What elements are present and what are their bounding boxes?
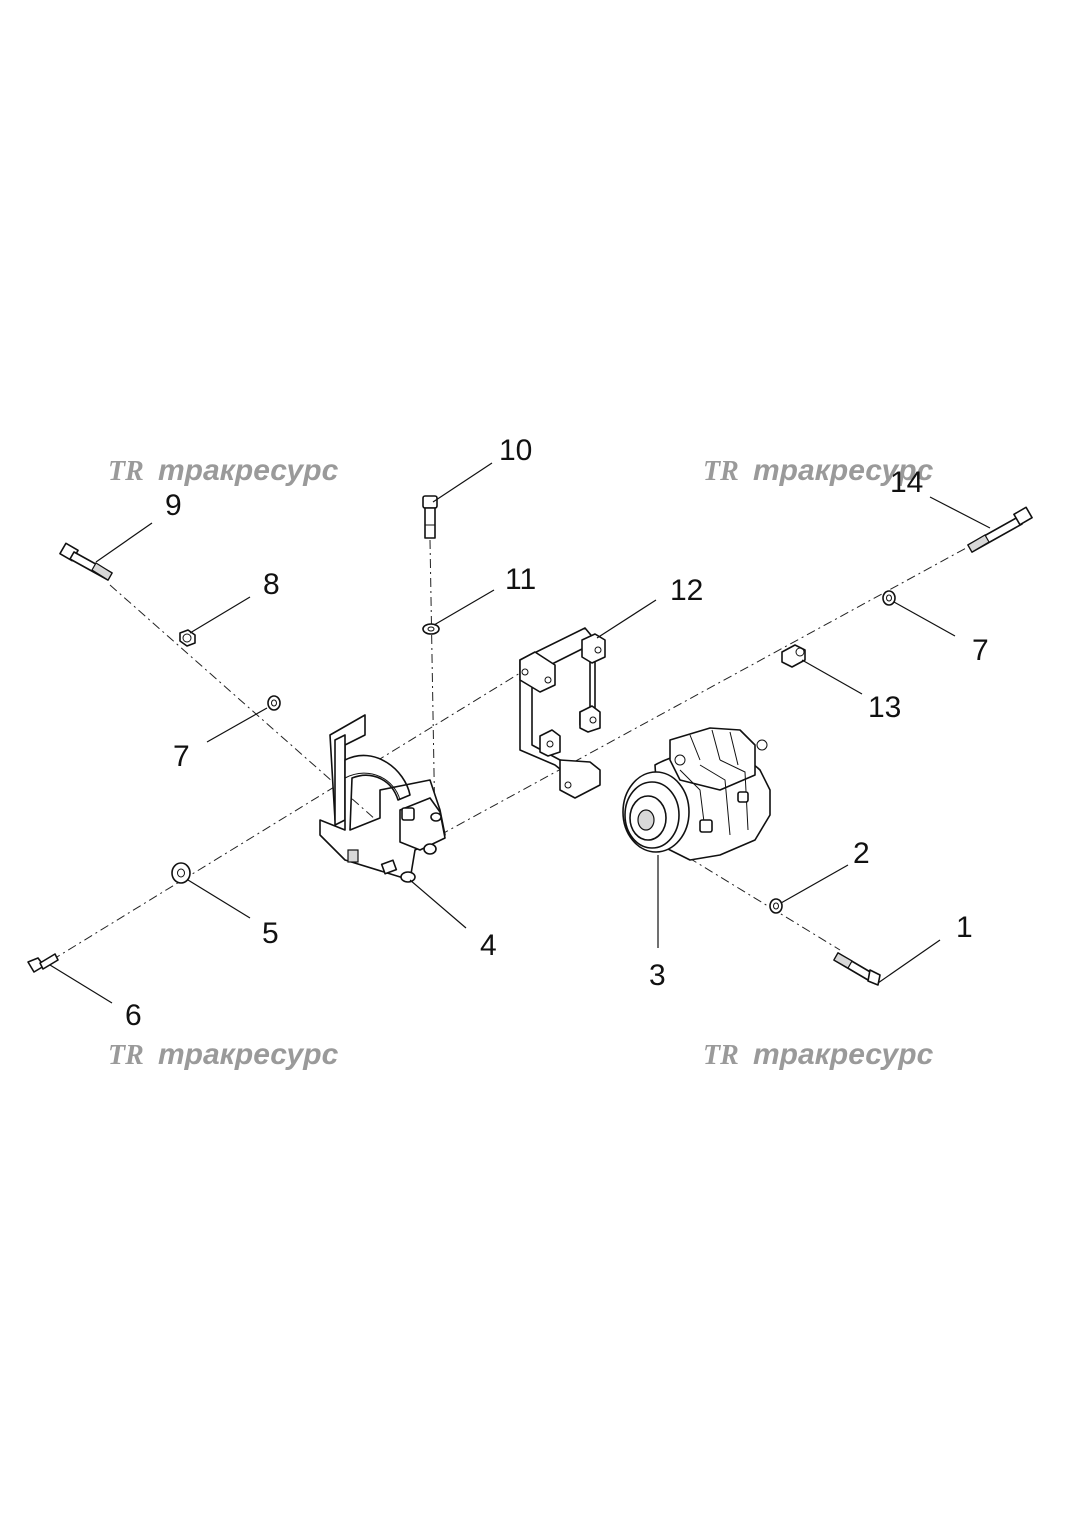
part-9-bolt[interactable]: [59, 542, 113, 581]
part-3-ac-compressor[interactable]: [622, 727, 771, 861]
watermark-text: тракресурс: [158, 1038, 339, 1071]
axis-line: [439, 546, 969, 836]
callout-4: 4: [480, 929, 497, 962]
watermark-text: тракресурс: [753, 454, 934, 487]
watermark-top-right: TR тракресурс: [703, 454, 934, 487]
axis-line: [51, 669, 526, 961]
part-10-bolt[interactable]: [422, 495, 438, 539]
axis-line: [429, 539, 436, 831]
part-4-mounting-bracket[interactable]: [319, 714, 446, 883]
watermark-bottom-left: TR тракресурс: [108, 1038, 339, 1071]
part-11-washer[interactable]: [422, 623, 440, 635]
part-8-nut[interactable]: [179, 629, 196, 647]
part-6-bolt[interactable]: [27, 953, 59, 973]
leader-lines: [49, 462, 991, 1004]
part-12-support-bracket[interactable]: [519, 627, 606, 799]
callout-8: 8: [263, 568, 280, 601]
callout-1: 1: [956, 911, 973, 944]
callout-5: 5: [262, 917, 279, 950]
callout-numbers: 1 2 3 4 5 6 7 7 8 9 10 11 12 13 14: [125, 434, 989, 1032]
watermark-logo: TR: [703, 1040, 739, 1071]
callout-2: 2: [853, 837, 870, 870]
part-7-washer-right[interactable]: [882, 590, 896, 606]
callout-7-right: 7: [972, 634, 989, 667]
part-1-bolt[interactable]: [833, 952, 881, 986]
callout-7-left: 7: [173, 740, 190, 773]
callout-9: 9: [165, 489, 182, 522]
part-7-washer-left[interactable]: [267, 695, 281, 711]
callout-6: 6: [125, 999, 142, 1032]
callout-10: 10: [499, 434, 532, 467]
callout-12: 12: [670, 574, 703, 607]
watermark-logo: TR: [108, 1040, 144, 1071]
watermark-bottom-right: TR тракресурс: [703, 1038, 934, 1071]
watermark-logo: TR: [703, 456, 739, 487]
callout-13: 13: [868, 691, 901, 724]
watermark-text: тракресурс: [753, 1038, 934, 1071]
part-13-spacer[interactable]: [781, 644, 806, 668]
watermark-top-left: TR тракресурс: [108, 454, 339, 487]
part-14-bolt[interactable]: [967, 506, 1033, 553]
callout-14: 14: [890, 466, 923, 499]
part-2-washer[interactable]: [769, 898, 783, 914]
callout-11: 11: [505, 563, 536, 596]
watermark-logo: TR: [108, 456, 144, 487]
part-5-washer[interactable]: [171, 862, 191, 884]
watermark-text: тракресурс: [158, 454, 339, 487]
callout-3: 3: [649, 959, 666, 992]
